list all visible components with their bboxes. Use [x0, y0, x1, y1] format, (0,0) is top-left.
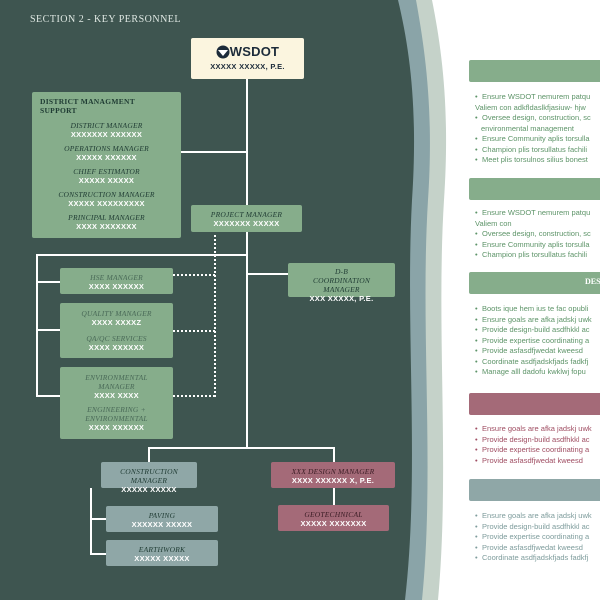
dotted-connector-vertical: [214, 230, 216, 397]
connector-environmental: [36, 395, 60, 397]
connector-bottom: [148, 447, 334, 449]
environmental-manager-box: ENVIRONMENTAL MANAGER XXXX XXXX ENGINEER…: [60, 367, 173, 439]
district-member: PRINCIPAL MANAGER XXXX XXXXXXX: [68, 213, 145, 231]
panel-bar: DES: [469, 272, 600, 294]
db-coordination-box: D-B COORDINATION MANAGER XXX XXXXX, P.E.: [288, 263, 395, 303]
paving-box: PAVING XXXXXX XXXXX: [106, 506, 218, 532]
panel-bar: [469, 178, 600, 200]
wsdot-logo: WSDOT: [191, 44, 304, 59]
wsdot-box: WSDOT XXXXX XXXXX, P.E.: [191, 38, 304, 79]
dotted-connector-quality: [173, 330, 215, 332]
connector-geotech: [333, 488, 335, 505]
connector-design: [333, 447, 335, 462]
section-title: SECTION 2 - KEY PERSONNEL: [30, 14, 182, 25]
panel-bullets: Boots ique hem ius te fac opubli Ensure …: [475, 304, 600, 378]
connector-quality: [36, 329, 60, 331]
panel-bar: [469, 393, 600, 415]
construction-manager-box: CONSTRUCTION MANAGER XXXXX XXXXX: [101, 462, 197, 494]
connector-construction: [148, 447, 150, 462]
connector-district: [181, 151, 247, 153]
panel-bullets: Ensure goals are afka jadskj uwk Provide…: [475, 424, 600, 466]
project-manager-box: PROJECT MANAGER XXXXXXX XXXXX: [191, 205, 302, 232]
dotted-connector-hse: [173, 274, 215, 276]
panel-bar: [469, 60, 600, 82]
design-manager-box: XXX DESIGN MANAGER XXXX XXXXXX X, P.E.: [271, 462, 395, 488]
wsdot-logo-text: WSDOT: [229, 44, 280, 59]
panel-bar: [469, 479, 600, 501]
panel-bullets: Ensure WSDOT nemurem patqu Valiem con ad…: [475, 92, 600, 166]
quality-manager-box: QUALITY MANAGER XXXX XXXXZ QA/QC SERVICE…: [60, 303, 173, 358]
panel-bullets: Ensure WSDOT nemurem patqu Valiem con Ov…: [475, 208, 600, 261]
district-support-title: DISTRICT MANAGMENT SUPPORT: [40, 97, 135, 115]
dotted-connector-environmental: [173, 395, 215, 397]
connector-construction-sub: [90, 488, 92, 554]
connector-branch: [36, 254, 248, 256]
district-member: CONSTRUCTION MANAGER XXXXX XXXXXXXXX: [58, 190, 155, 208]
connector-paving: [90, 518, 106, 520]
connector-db: [246, 273, 288, 275]
connector-earthwork: [90, 553, 106, 555]
wsdot-lead-name: XXXXX XXXXX, P.E.: [210, 62, 285, 71]
panel-bullets: Ensure goals are afka jadskj uwk Provide…: [475, 511, 600, 564]
connector-hse: [36, 281, 60, 283]
district-member: CHIEF ESTIMATOR XXXXX XXXXX: [73, 167, 140, 185]
connector-trunk: [246, 79, 248, 448]
wsdot-logo-icon: [216, 45, 230, 58]
district-member: DISTRICT MANAGER XXXXXXX XXXXXX: [70, 121, 143, 139]
hse-manager-box: HSE MANAGER XXXX XXXXXX: [60, 268, 173, 294]
earthwork-box: EARTHWORK XXXXX XXXXX: [106, 540, 218, 566]
district-support-box: DISTRICT MANAGMENT SUPPORT DISTRICT MANA…: [32, 92, 181, 238]
connector-left-rail: [36, 254, 38, 396]
district-member: OPERATIONS MANAGER XXXXX XXXXXX: [64, 144, 149, 162]
geotechnical-box: GEOTECHNICAL XXXXX XXXXXXX: [278, 505, 389, 531]
